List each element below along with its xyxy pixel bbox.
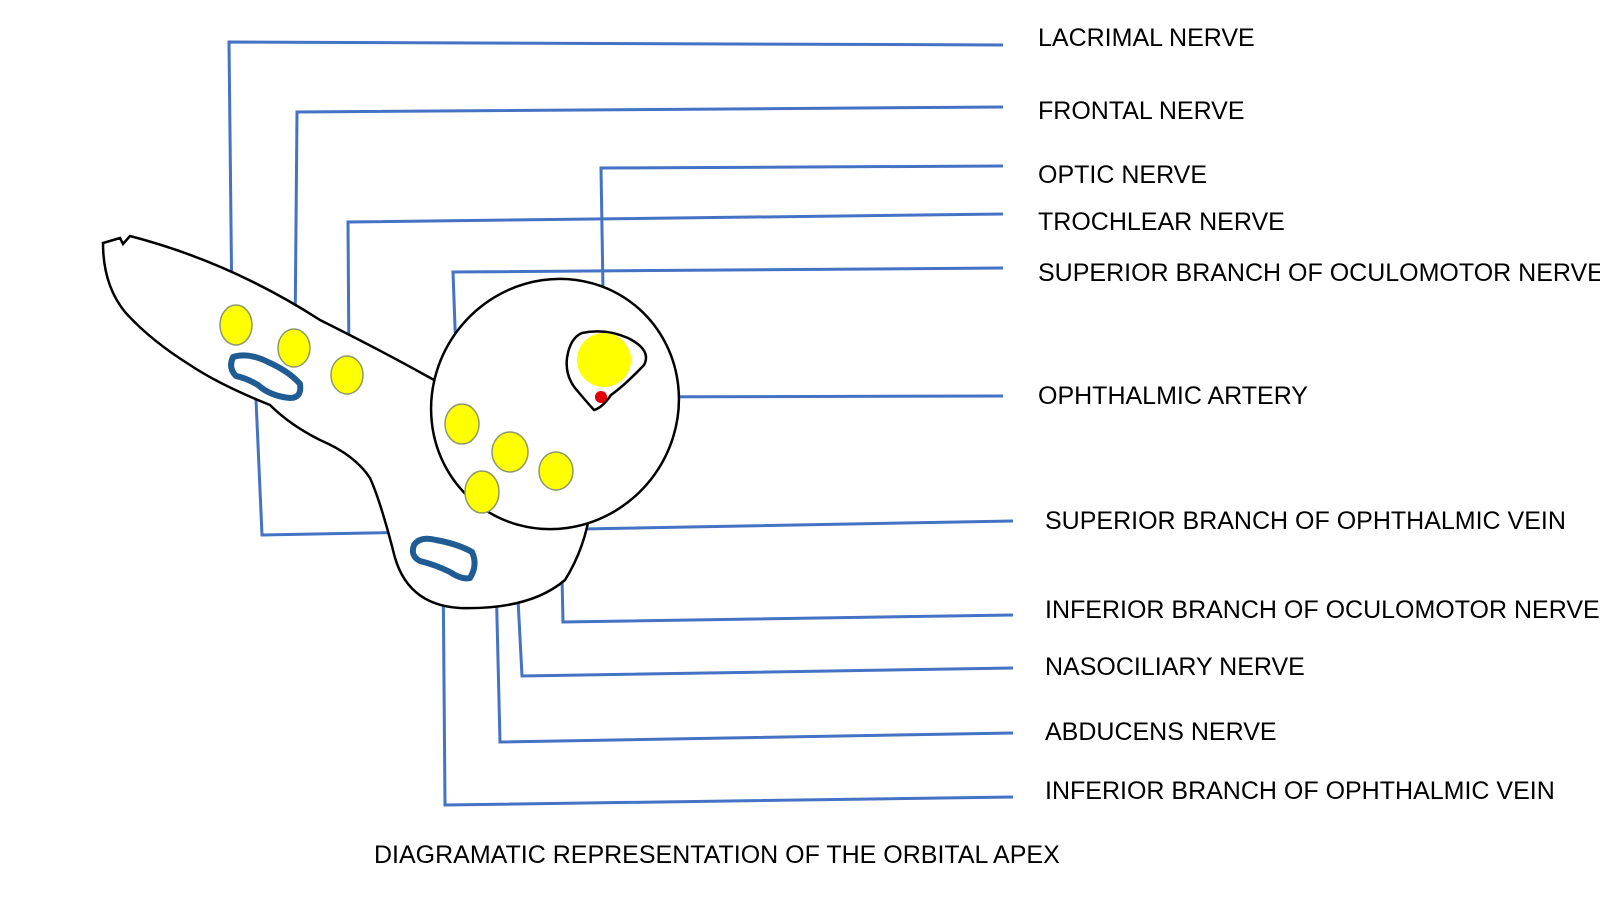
label-superior-oculomotor-nerve: SUPERIOR BRANCH OF OCULOMOTOR NERVE (1038, 259, 1600, 287)
label-trochlear-nerve: TROCHLEAR NERVE (1038, 208, 1285, 236)
label-optic-nerve: OPTIC NERVE (1038, 161, 1208, 189)
inferior-oculomotor-nerve-circle (538, 451, 574, 491)
leader-line-optic-nerve (599, 164, 1004, 353)
superior-oculomotor-nerve-circle (444, 403, 480, 445)
label-ophthalmic-artery: OPHTHALMIC ARTERY (1038, 382, 1308, 410)
label-inferior-oculomotor-nerve: INFERIOR BRANCH OF OCULOMOTOR NERVE (1045, 596, 1600, 624)
label-superior-ophthalmic-vein: SUPERIOR BRANCH OF OPHTHALMIC VEIN (1045, 507, 1566, 535)
trochlear-nerve-circle (330, 355, 364, 395)
abducens-nerve-circle (464, 470, 500, 514)
label-frontal-nerve: FRONTAL NERVE (1038, 97, 1245, 125)
leader-line-trochlear-nerve (346, 212, 1004, 367)
nerves (219, 304, 631, 514)
leader-line-superior-ophthalmic-vein (253, 376, 1014, 537)
optic-nerve-circle (577, 333, 631, 387)
label-inferior-ophthalmic-vein: INFERIOR BRANCH OF OPHTHALMIC VEIN (1045, 777, 1555, 805)
lacrimal-nerve-circle (219, 304, 253, 346)
label-abducens-nerve: ABDUCENS NERVE (1045, 718, 1277, 746)
label-nasociliary-nerve: NASOCILIARY NERVE (1045, 653, 1305, 681)
ophthalmic-artery-dot (595, 391, 607, 403)
leader-line-inferior-ophthalmic-vein (441, 559, 1014, 807)
inferior-ophthalmic-vein-shape (409, 535, 478, 582)
leader-line-lacrimal-nerve (227, 40, 1004, 317)
leader-line-frontal-nerve (293, 105, 1004, 339)
label-lacrimal-nerve: LACRIMAL NERVE (1038, 24, 1255, 52)
superior-ophthalmic-vein-shape (228, 352, 304, 401)
diagram-caption: DIAGRAMATIC REPRESENTATION OF THE ORBITA… (374, 841, 1060, 869)
leader-line-inferior-oculomotor (558, 485, 1014, 624)
nasociliary-nerve-circle (491, 431, 529, 473)
frontal-nerve-circle (277, 328, 311, 368)
